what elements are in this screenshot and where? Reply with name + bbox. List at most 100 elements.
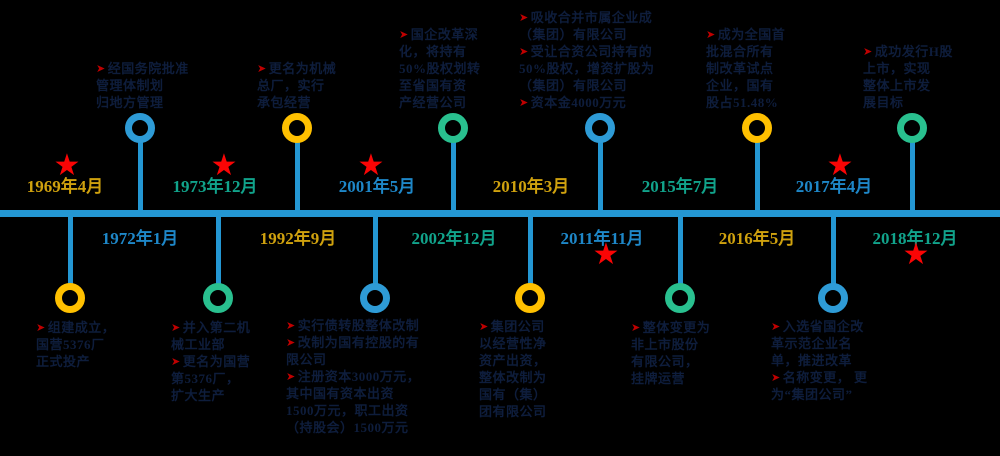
date-label: 2010年3月 [492, 177, 570, 196]
arrow-bullet-icon: ➤ [286, 336, 296, 349]
arrow-bullet-icon: ➤ [96, 62, 106, 75]
annotation-line: 国有（集） [479, 386, 547, 403]
annotation-line: 整体上市发 [863, 77, 953, 94]
annotation-line: 制改革试点 [706, 60, 785, 77]
annotation-text: 企业，国有 [706, 78, 774, 93]
date-label: 2015年7月 [641, 177, 719, 196]
arrow-bullet-icon: ➤ [286, 370, 296, 383]
marker-stem [910, 139, 915, 212]
annotation-line: ➤集团公司 [479, 318, 547, 335]
annotation-text: （集团）有限公司 [519, 27, 628, 42]
annotation-line: ➤吸收合并市属企业成 [519, 9, 655, 26]
annotation-text: 械工业部 [171, 337, 226, 352]
milestone-ring-icon [438, 113, 468, 143]
annotation-text: 扩大生产 [171, 388, 226, 403]
annotation-line: 整体改制为 [479, 369, 547, 386]
star-icon: ★ [53, 148, 81, 183]
marker-stem [216, 215, 221, 285]
marker-stem [678, 215, 683, 285]
marker-stem [295, 139, 300, 212]
annotation-text: 为“集团公司” [771, 387, 853, 402]
annotation-line: （集团）有限公司 [519, 77, 655, 94]
annotation-line: 承包经营 [257, 94, 336, 111]
event-annotation: ➤成功发行H股上市，实现整体上市发展目标 [863, 43, 953, 111]
annotation-text: 归地方管理 [96, 95, 164, 110]
annotation-text: 展目标 [863, 95, 904, 110]
annotation-text: 50%股权，增资扩股为 [519, 61, 655, 76]
annotation-text: 经国务院批准 [107, 61, 189, 76]
marker-stem [598, 139, 603, 212]
annotation-text: 其中国有资本出资 [286, 386, 395, 401]
annotation-text: 入选省国企改 [782, 319, 864, 334]
annotation-text: 改制为国有控股的有 [297, 335, 420, 350]
marker-stem [451, 139, 456, 212]
star-icon: ★ [357, 148, 385, 183]
annotation-text: 名称变更， 更 [782, 370, 868, 385]
annotation-line: 挂牌运营 [631, 370, 710, 387]
date-label: 2017年4月 [795, 177, 873, 196]
annotation-text: 50%股权划转 [399, 61, 481, 76]
annotation-line: ➤成功发行H股 [863, 43, 953, 60]
arrow-bullet-icon: ➤ [286, 319, 296, 332]
arrow-bullet-icon: ➤ [519, 45, 529, 58]
annotation-text: 整体改制为 [479, 370, 547, 385]
arrow-bullet-icon: ➤ [771, 320, 781, 333]
date-label: 1992年9月 [259, 229, 337, 248]
arrow-bullet-icon: ➤ [519, 11, 529, 24]
annotation-text: 成功发行H股 [874, 44, 953, 59]
annotation-line: 上市，实现 [863, 60, 953, 77]
annotation-text: 正式投产 [36, 354, 91, 369]
annotation-line: 归地方管理 [96, 94, 189, 111]
annotation-text: 管理体制划 [96, 78, 164, 93]
event-annotation: ➤更名为机械总厂，实行承包经营 [257, 60, 336, 111]
annotation-text: 批混合所有 [706, 44, 774, 59]
annotation-text: 单，推进改革 [771, 353, 853, 368]
annotation-line: 为“集团公司” [771, 386, 867, 403]
annotation-line: ➤整体变更为 [631, 319, 710, 336]
star-icon: ★ [210, 148, 238, 183]
arrow-bullet-icon: ➤ [863, 45, 873, 58]
date-label: 2002年12月 [411, 229, 497, 248]
date-label: 2016年5月 [718, 229, 796, 248]
annotation-line: 1500万元，职工出资 [286, 402, 420, 419]
annotation-line: ➤受让合资公司持有的 [519, 43, 655, 60]
arrow-bullet-icon: ➤ [706, 28, 716, 41]
annotation-line: 非上市股份 [631, 336, 710, 353]
annotation-line: （持股会）1500万元 [286, 419, 420, 436]
annotation-text: 上市，实现 [863, 61, 931, 76]
annotation-line: 50%股权，增资扩股为 [519, 60, 655, 77]
annotation-text: 资产出资， [479, 353, 547, 368]
marker-stem [138, 139, 143, 212]
annotation-line: 革示范企业名 [771, 335, 867, 352]
event-annotation: ➤入选省国企改革示范企业名单，推进改革 ➤ 名称变更， 更为“集团公司” [771, 318, 867, 403]
annotation-text: 产经营公司 [399, 95, 467, 110]
annotation-text: 整体上市发 [863, 78, 931, 93]
annotation-line: 总厂，实行 [257, 77, 336, 94]
annotation-line: 单，推进改革 [771, 352, 867, 369]
annotation-line: 其中国有资本出资 [286, 385, 420, 402]
event-annotation: ➤集团公司以经营性净资产出资，整体改制为国有（集）团有限公司 [479, 318, 547, 420]
arrow-bullet-icon: ➤ [171, 321, 181, 334]
date-label: 1969年4月 [26, 177, 104, 196]
annotation-text: 集团公司 [490, 319, 545, 334]
annotation-text: 国营5376厂 [36, 337, 105, 352]
annotation-text: 总厂，实行 [257, 78, 325, 93]
event-annotation: ➤整体变更为非上市股份有限公司，挂牌运营 [631, 319, 710, 387]
annotation-line: ➤实行债转股整体改制 [286, 317, 420, 334]
annotation-line: 企业，国有 [706, 77, 785, 94]
milestone-ring-icon [897, 113, 927, 143]
annotation-text: 革示范企业名 [771, 336, 853, 351]
annotation-text: 有限公司， [631, 354, 699, 369]
date-label: 2001年5月 [338, 177, 416, 196]
marker-stem [528, 215, 533, 285]
arrow-bullet-icon: ➤ [257, 62, 267, 75]
annotation-line: 正式投产 [36, 353, 115, 370]
milestone-ring-icon [125, 113, 155, 143]
annotation-line: 至省国有资 [399, 77, 481, 94]
annotation-line: 限公司 [286, 351, 420, 368]
date-label: 2018年12月 [872, 229, 958, 248]
event-annotation: ➤实行债转股整体改制➤改制为国有控股的有限公司➤注册资本3000万元，其中国有资… [286, 317, 420, 436]
annotation-line: ➤入选省国企改 [771, 318, 867, 335]
